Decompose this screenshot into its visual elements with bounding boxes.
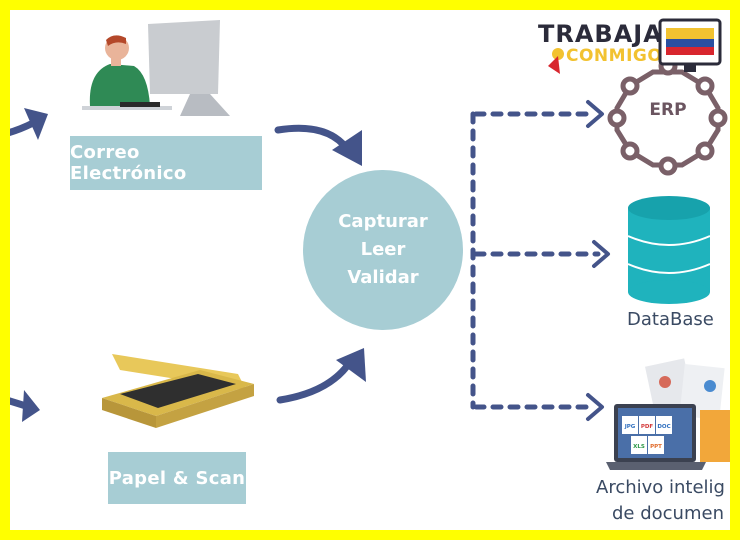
process-line-read: Leer [360,239,406,260]
email-label-box: Correo Electrónico [70,136,262,190]
connector-layer [10,100,610,422]
file-type-xls: XLS [633,444,645,450]
archive-label-line1: Archivo intelig [596,477,725,498]
archive-label-line2: de documen [612,503,724,524]
person-computer-illustration [82,20,230,116]
file-type-doc: DOC [657,424,670,430]
diagram-canvas: Correo Electrónico Papel & Scan Capturar… [10,10,730,530]
erp-ring-icon: ERP [607,56,728,176]
scan-label-box: Papel & Scan [108,452,246,504]
logo-text-bottom: CONMIGO [566,46,663,66]
file-type-pdf: PDF [641,424,654,430]
process-line-capture: Capturar [338,211,428,232]
file-type-jpg: JPG [624,424,636,430]
logo-text-top: TRABAJA [538,20,663,48]
process-line-validate: Validar [347,267,419,288]
arrow-scan-to-process [276,358,354,404]
file-type-ppt: PPT [650,444,662,450]
erp-label: ERP [649,100,686,120]
document-archive-illustration: JPG PDF DOC XLS PPT [606,358,730,470]
database-icon [627,196,711,304]
logo-monitor-flag-icon [548,18,722,74]
process-circle: Capturar Leer Validar [303,170,463,330]
scan-label: Papel & Scan [108,467,246,489]
scanner-illustration [102,354,254,428]
email-label: Correo Electrónico [70,142,187,184]
database-label: DataBase [627,309,714,330]
trabaja-conmigo-logo: TRABAJA CONMIGO [538,16,730,78]
